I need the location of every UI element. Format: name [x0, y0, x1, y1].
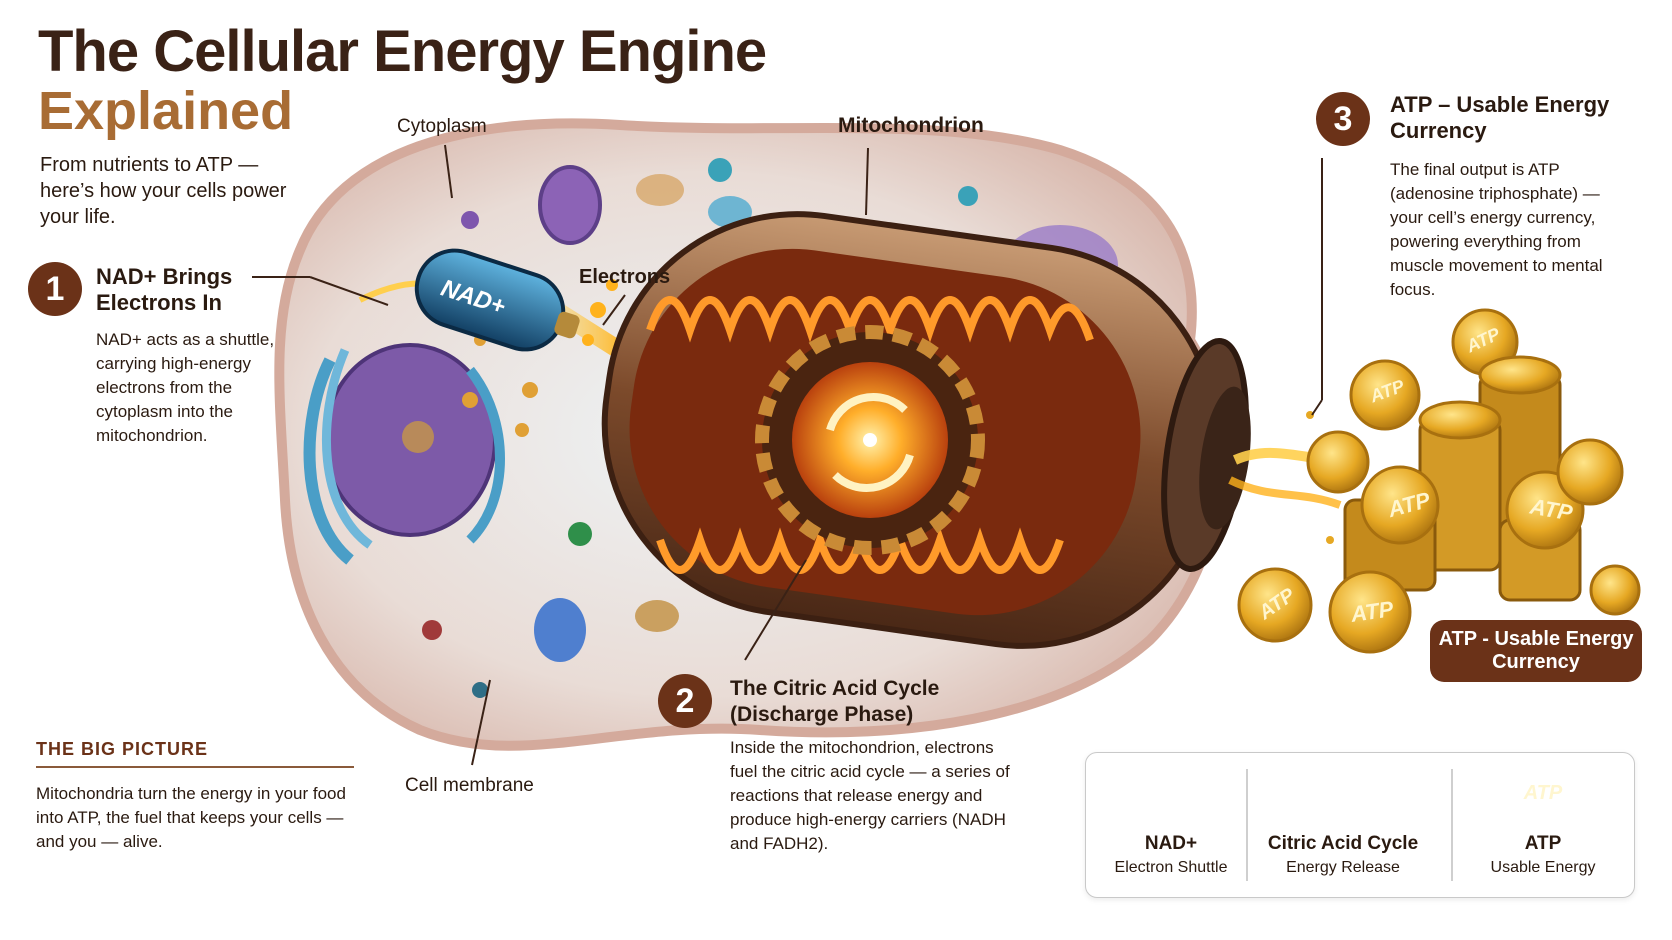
step-2-badge: 2	[658, 674, 712, 728]
big-picture-body: Mitochondria turn the energy in your foo…	[36, 784, 346, 851]
atp-currency-pill: ATP - Usable Energy Currency	[1430, 620, 1642, 682]
legend-item-citric-acid-cycle: Citric Acid Cycle Energy Release	[1248, 753, 1438, 897]
label-electrons: Electrons	[579, 266, 671, 288]
nad-capsule-icon	[414, 248, 580, 352]
legend-nad-badge-text: NAD+	[1151, 789, 1191, 805]
legend-divider	[1246, 769, 1248, 881]
legend-cycle-title: Citric Acid Cycle	[1267, 833, 1419, 854]
legend-atp-title: ATP	[1524, 833, 1562, 854]
legend-panel: NAD+ NAD+ Electron Shuttle Citric Acid C…	[1085, 752, 1635, 898]
page-title-accent: Explained	[38, 81, 294, 141]
legend-cycle-subtitle: Energy Release	[1286, 859, 1400, 876]
legend-atp-badge-text: ATP	[1523, 782, 1563, 804]
label-cytoplasm: Cytoplasm	[397, 116, 487, 137]
step-3-badge: 3	[1316, 92, 1370, 146]
step-1-body: NAD+ acts as a shuttle, carrying high-en…	[96, 330, 275, 445]
big-picture-heading: THE BIG PICTURE	[36, 739, 209, 759]
legend-item-atp: ATP ATP Usable Energy	[1453, 753, 1633, 897]
label-mitochondrion: Mitochondrion	[838, 114, 984, 137]
step-2-body: Inside the mitochondrion, electrons fuel…	[730, 738, 1010, 853]
step-3-title: ATP – Usable Energy Currency	[1390, 92, 1610, 143]
legend-item-nad: NAD+ NAD+ Electron Shuttle	[1086, 753, 1256, 897]
step-1-badge: 1	[28, 262, 82, 316]
step-3-body: The final output is ATP (adenosine triph…	[1390, 160, 1603, 299]
step-2-title: The Citric Acid Cycle (Discharge Phase)	[730, 677, 940, 726]
label-cell-membrane: Cell membrane	[405, 775, 534, 796]
legend-divider	[1451, 769, 1453, 881]
page-subtitle: From nutrients to ATP — here’s how your …	[40, 154, 287, 228]
step-1-title: NAD+ Brings Electrons In	[96, 264, 233, 315]
legend-nad-title: NAD+	[1144, 833, 1198, 854]
atp-coin-pile	[1237, 308, 1641, 654]
legend-atp-subtitle: Usable Energy	[1490, 859, 1596, 876]
legend-nad-subtitle: Electron Shuttle	[1114, 859, 1228, 876]
big-picture-divider	[36, 766, 354, 768]
page-title: The Cellular Energy Engine	[38, 19, 767, 84]
